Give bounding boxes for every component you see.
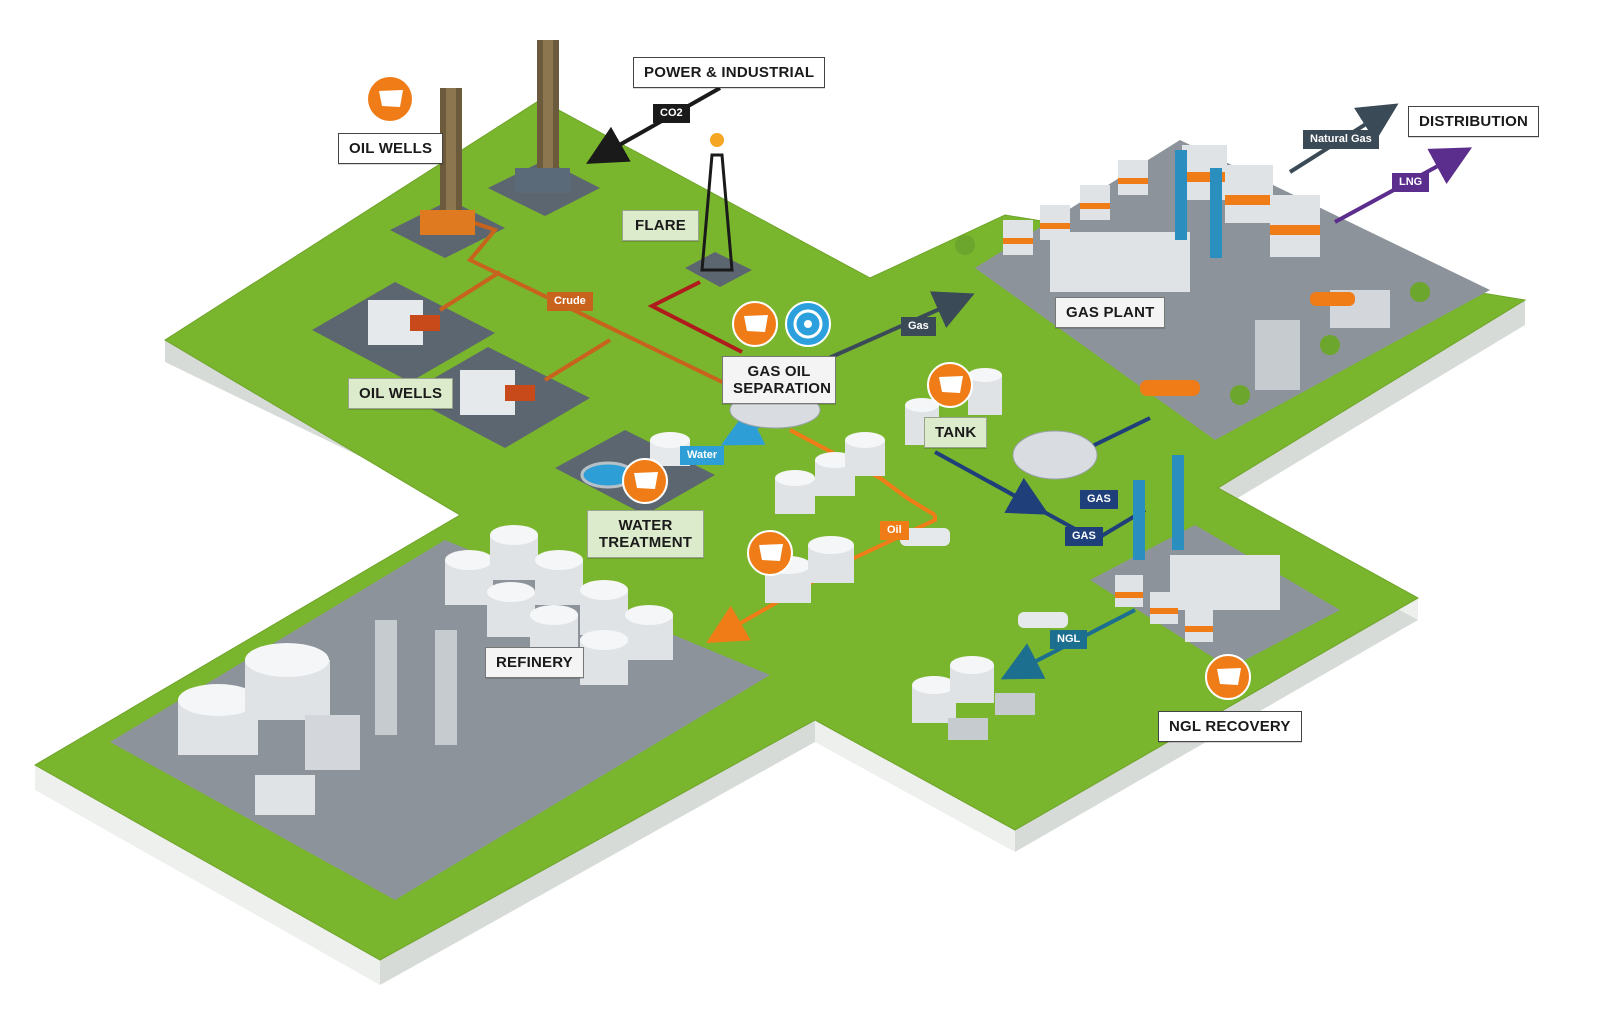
flow-tag-natural-gas: Natural Gas [1303,130,1379,149]
label-power-industrial: POWER & INDUSTRIAL [633,57,826,88]
flare-stack [700,133,734,272]
pumpjacks [368,300,535,415]
label-flare: FLARE [622,210,699,241]
crude-branch-a [438,270,502,312]
flow-tag-gas-a: GAS [1080,490,1118,509]
label-ngl-recovery: NGL RECOVERY [1158,711,1302,742]
crude-branch-b [543,338,612,382]
flow-tag-gas-b: GAS [1065,527,1103,546]
flow-tag-crude: Crude [547,292,593,311]
label-distribution: DISTRIBUTION [1408,106,1540,137]
label-oil-wells-mid: OIL WELLS [348,378,454,409]
ngl-recovery-badge-icon [1205,654,1251,700]
oil-wells-badge-icon [368,77,412,121]
gas-line [819,291,975,364]
label-gas-oil-separation-line2: SEPARATION [733,380,832,397]
flow-tag-co2: CO2 [653,104,690,123]
drilling-rig-2 [515,40,570,193]
label-gas-oil-separation: GAS OIL SEPARATION [722,356,836,404]
fan-badge-icon [785,301,831,347]
flow-tag-gas: Gas [901,317,936,336]
water-treatment-badge-icon [622,458,668,504]
flow-tag-ngl: NGL [1050,630,1088,649]
flow-tag-oil: Oil [880,521,909,540]
gas-plant-buildings [955,145,1430,405]
flow-tag-lng: LNG [1392,173,1430,192]
label-gas-plant: GAS PLANT [1055,297,1166,328]
tank-badge-icon [927,362,973,408]
label-refinery: REFINERY [485,647,584,678]
label-water-treatment-line2: TREATMENT [598,534,693,551]
label-water-treatment: WATER TREATMENT [587,510,704,558]
crude-line [459,216,746,395]
flare-line [647,280,743,354]
drilling-rig-1 [420,88,475,235]
gas-oil-separation-badge-icon [732,301,778,347]
label-oil-wells-top: OIL WELLS [338,133,444,164]
flow-tag-water: Water [680,446,725,465]
label-tank: TANK [924,417,988,448]
ngl-recovery-plant [912,455,1280,740]
label-water-treatment-line1: WATER [618,517,673,534]
gas-blue-arrow [989,477,1049,515]
oil-storage-badge-icon [747,530,793,576]
label-gas-oil-separation-line1: GAS OIL [747,363,811,380]
